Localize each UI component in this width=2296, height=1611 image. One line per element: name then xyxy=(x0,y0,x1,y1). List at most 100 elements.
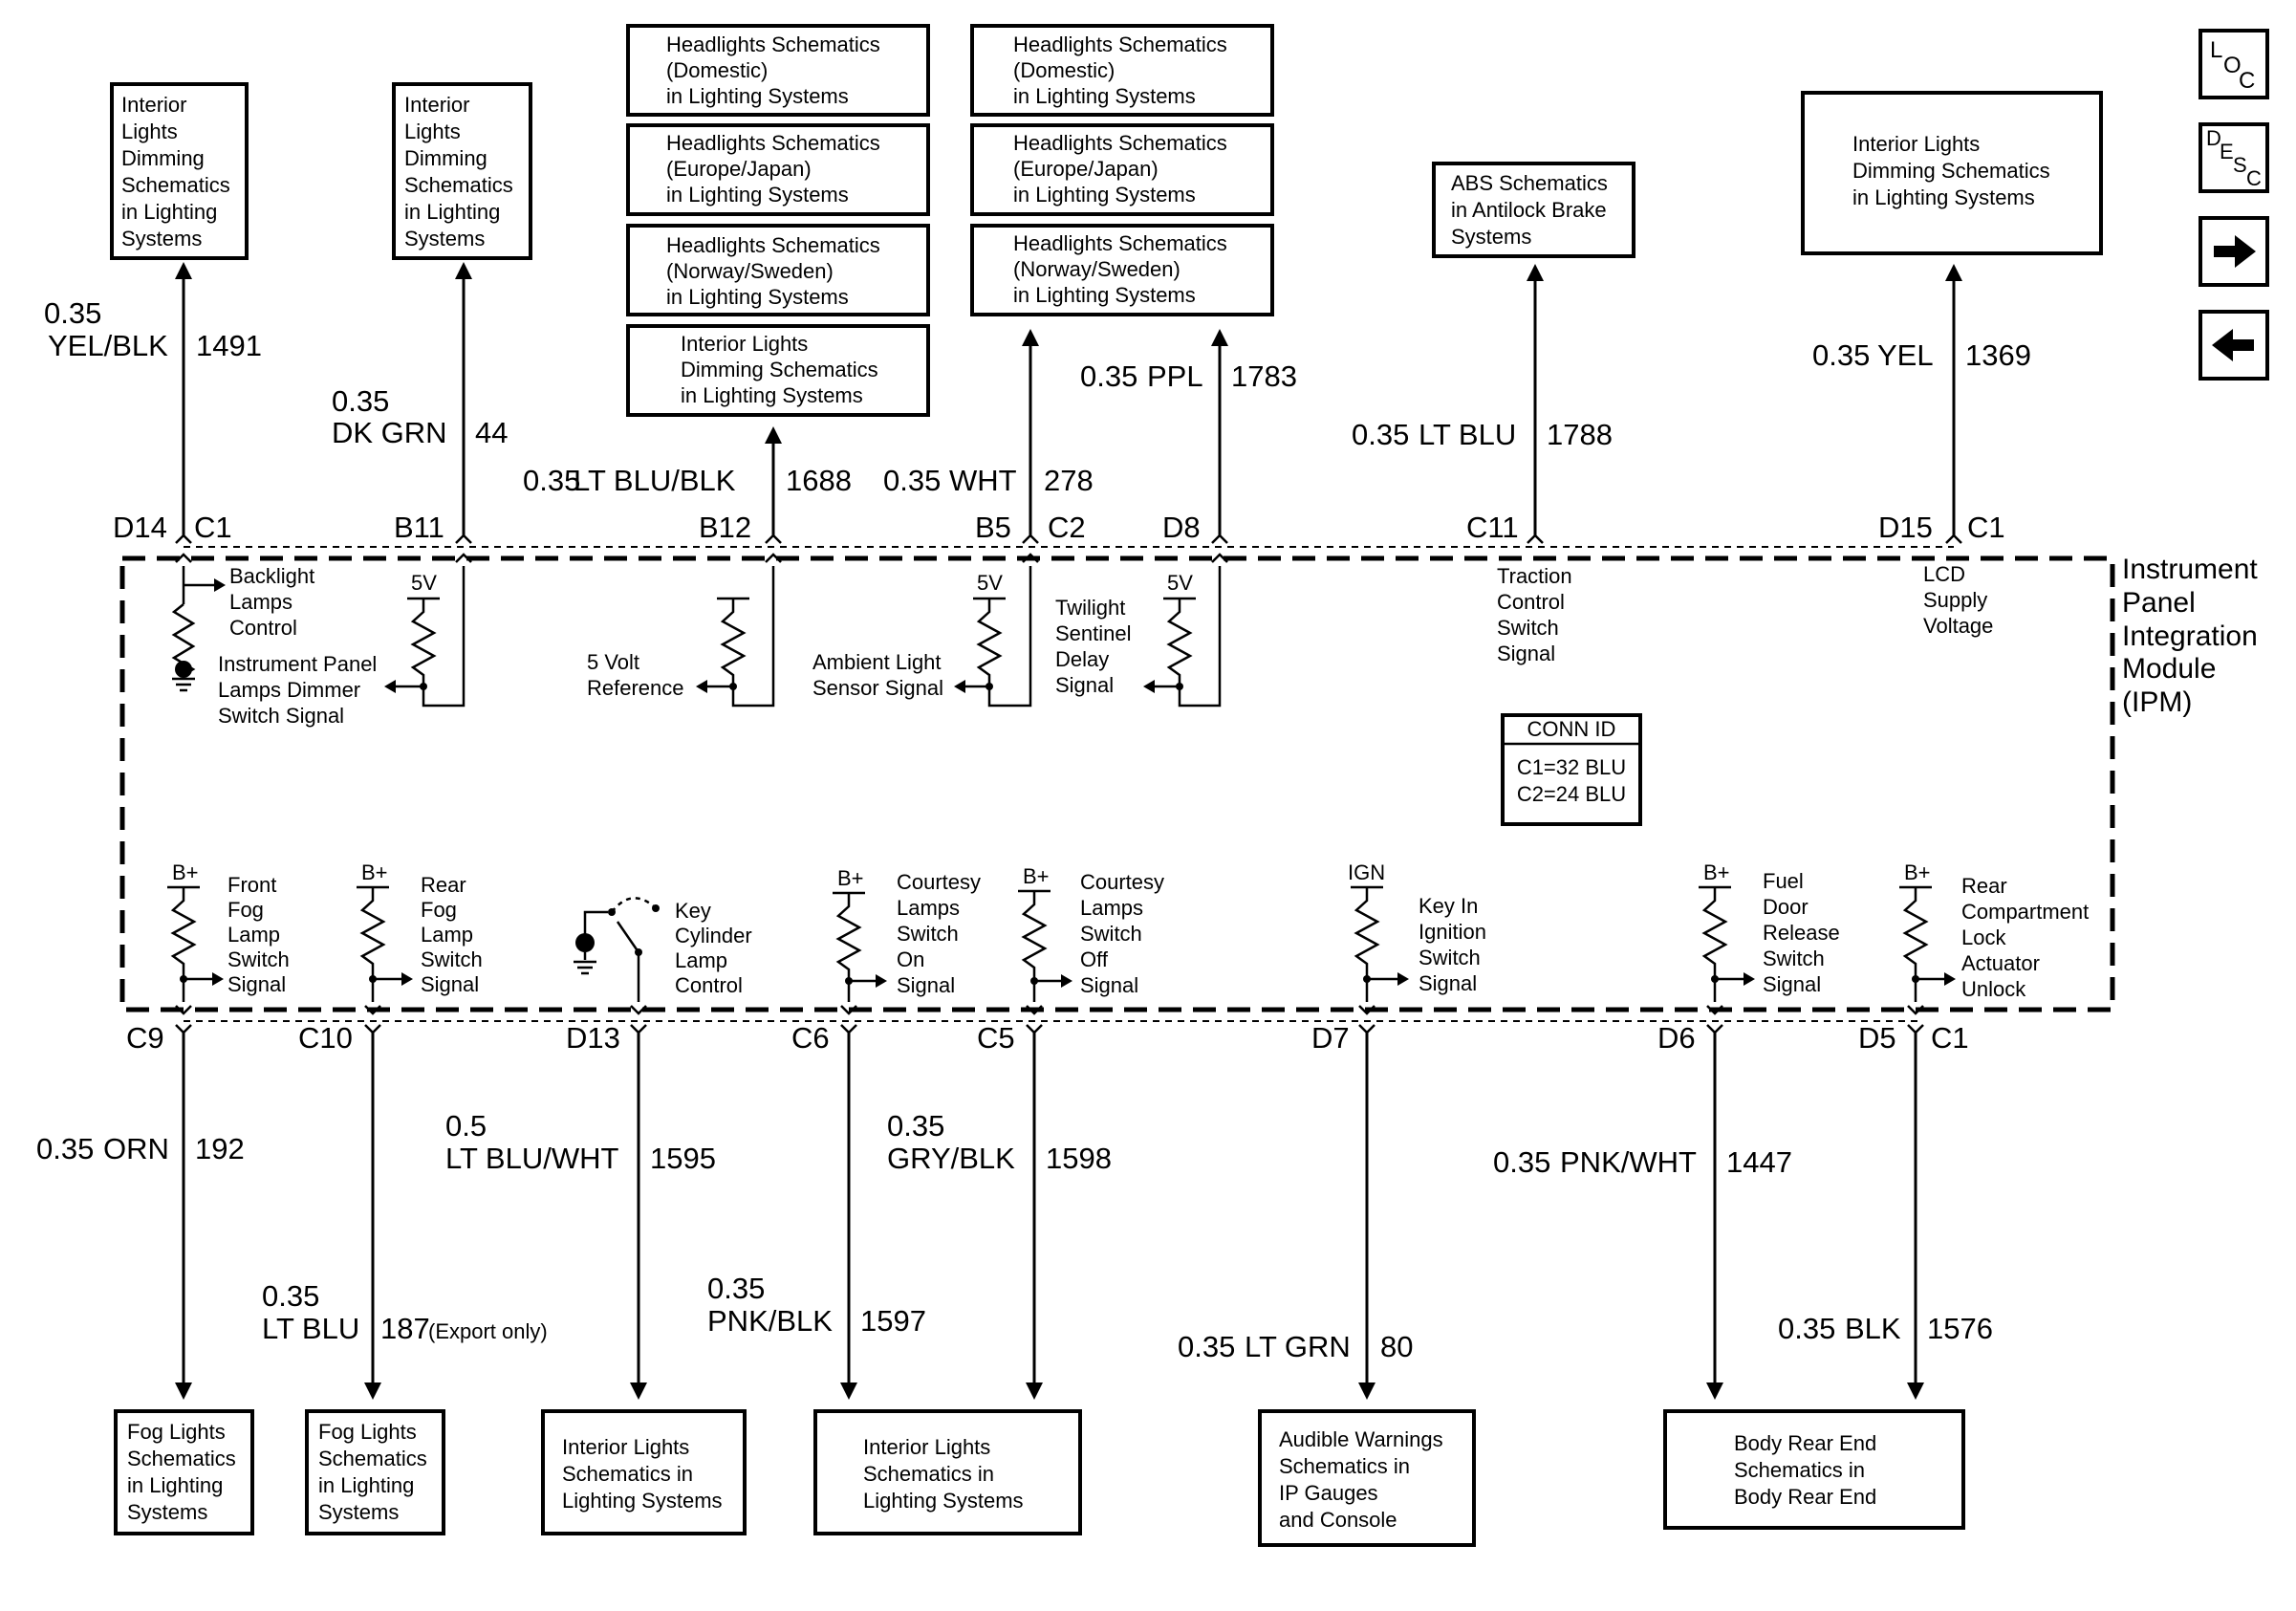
bottom-box-interior-lights-2[interactable]: Interior Lights Schematics in Lighting S… xyxy=(813,1409,1082,1535)
bottom-terminal-marks xyxy=(175,1005,1924,1034)
prev-button[interactable] xyxy=(2199,310,2269,381)
top-wire-278[interactable]: 0.35 WHT 278 xyxy=(883,329,1094,535)
source-label: B+ xyxy=(172,860,199,884)
top-box-abs[interactable]: ABS Schematics in Antilock Brake Systems xyxy=(1432,162,1635,258)
internal-label: Control xyxy=(1497,590,1565,614)
wire-circuit: 44 xyxy=(475,416,508,449)
bottom-wire-1595[interactable]: 0.5 LT BLU/WHT 1595 xyxy=(445,1033,716,1400)
connector-label: C2 xyxy=(1048,511,1086,544)
box-text: Schematics xyxy=(404,173,513,197)
top-box-headlights-norway-1[interactable]: Headlights Schematics (Norway/Sweden) in… xyxy=(626,224,930,316)
wire-size: 0.5 xyxy=(445,1109,487,1143)
box-text: Lights xyxy=(121,120,178,143)
internal-backlight-circuit: Backlight Lamps Control xyxy=(171,564,314,692)
ipm-label-line: Panel xyxy=(2122,587,2196,619)
top-wire-1688[interactable]: 0.35 LT BLU/BLK 1688 xyxy=(523,426,852,535)
top-wire-1783[interactable]: 0.35 PPL 1783 xyxy=(1080,329,1297,535)
internal-label: Delay xyxy=(1055,647,1109,671)
bottom-box-body-rear-end[interactable]: Body Rear End Schematics in Body Rear En… xyxy=(1663,1409,1965,1530)
box-text: Interior xyxy=(121,93,186,117)
wire-size: 0.35 xyxy=(1352,418,1409,451)
wire-circuit: 1447 xyxy=(1726,1145,1792,1179)
internal-label: Lamps xyxy=(1080,896,1143,920)
top-box-interior-lights-dimming-4[interactable]: Interior Lights Dimming Schematics in Li… xyxy=(1801,91,2103,255)
conn-id-line: C1=32 BLU xyxy=(1517,755,1626,779)
pin-label: B12 xyxy=(699,511,751,544)
top-terminal-marks xyxy=(175,533,1962,563)
wire-color: GRY/BLK xyxy=(887,1142,1015,1175)
internal-fuel-door-circuit: B+ Fuel Door Release Switch Signal xyxy=(1699,860,1840,1002)
internal-label: LCD xyxy=(1923,562,1965,586)
wire-color: WHT xyxy=(949,464,1017,497)
box-text: Schematics in xyxy=(562,1462,693,1486)
bottom-wire-192[interactable]: 0.35 ORN 192 xyxy=(36,1033,245,1400)
bottom-box-interior-lights-1[interactable]: Interior Lights Schematics in Lighting S… xyxy=(541,1409,747,1535)
wire-color: LT GRN xyxy=(1245,1330,1351,1363)
loc-char-1: L xyxy=(2210,37,2222,63)
top-wire-1369[interactable]: 0.35 YEL 1369 xyxy=(1812,264,2031,535)
box-text: (Europe/Japan) xyxy=(666,157,812,181)
wire-color: BLK xyxy=(1845,1312,1901,1345)
internal-label: Ignition xyxy=(1419,920,1486,944)
desc-button[interactable]: D E S C xyxy=(2199,122,2269,193)
internal-label: Signal xyxy=(1763,972,1821,996)
top-box-headlights-norway-2[interactable]: Headlights Schematics (Norway/Sweden) in… xyxy=(970,224,1274,316)
loc-button[interactable]: L O C xyxy=(2199,29,2269,99)
box-text: Systems xyxy=(1451,225,1531,249)
top-box-headlights-domestic-1[interactable]: Headlights Schematics (Domestic) in Ligh… xyxy=(626,24,930,117)
top-wire-1788[interactable]: 0.35 LT BLU 1788 xyxy=(1352,264,1613,535)
box-text: Systems xyxy=(121,227,202,250)
internal-label: Switch Signal xyxy=(218,704,344,728)
internal-label: Signal xyxy=(227,972,286,996)
bottom-wire-1597[interactable]: 0.35 PNK/BLK 1597 xyxy=(707,1033,926,1400)
wire-size: 0.35 xyxy=(332,384,389,418)
box-text: in Lighting xyxy=(318,1473,414,1497)
bottom-wire-1598[interactable]: 0.35 GRY/BLK 1598 xyxy=(887,1033,1112,1400)
internal-label: Front xyxy=(227,873,276,897)
top-wire-44[interactable]: 0.35 DK GRN 44 xyxy=(332,262,508,535)
wire-size: 0.35 xyxy=(887,1109,944,1143)
internal-label: Lamp xyxy=(675,948,727,972)
internal-label: Off xyxy=(1080,947,1109,971)
top-box-interior-lights-dimming-2[interactable]: Interior Lights Dimming Schematics in Li… xyxy=(392,82,532,260)
bottom-box-audible-warnings[interactable]: Audible Warnings Schematics in IP Gauges… xyxy=(1258,1409,1476,1547)
bottom-wire-187[interactable]: 0.35 LT BLU 187 (Export only) xyxy=(262,1033,548,1400)
box-text: in Lighting Systems xyxy=(1013,283,1196,307)
top-wire-1491[interactable]: 0.35 YEL/BLK 1491 xyxy=(44,262,262,535)
wire-size: 0.35 xyxy=(523,464,580,497)
top-box-headlights-europe-1[interactable]: Headlights Schematics (Europe/Japan) in … xyxy=(626,123,930,216)
box-text: in Lighting xyxy=(404,200,500,224)
wire-color: LT BLU/BLK xyxy=(574,464,736,497)
internal-courtesy-off-circuit: B+ Courtesy Lamps Switch Off Signal xyxy=(1018,864,1164,1002)
bottom-box-fog-lights-1[interactable]: Fog Lights Schematics in Lighting System… xyxy=(114,1409,254,1535)
internal-label: Switch xyxy=(1419,946,1481,969)
source-label: B+ xyxy=(1703,860,1730,884)
box-text: in Lighting Systems xyxy=(666,285,849,309)
bottom-wire-1447[interactable]: 0.35 PNK/WHT 1447 xyxy=(1493,1033,1792,1400)
wire-size: 0.35 xyxy=(1778,1312,1835,1345)
box-text: in Lighting xyxy=(127,1473,223,1497)
internal-label: Release xyxy=(1763,921,1840,945)
internal-label: Signal xyxy=(897,973,955,997)
ipm-label-line: Instrument xyxy=(2122,554,2258,585)
bottom-wire-1576[interactable]: 0.35 BLK 1576 xyxy=(1778,1033,1993,1400)
wire-note: (Export only) xyxy=(428,1319,548,1343)
desc-char-4: C xyxy=(2246,166,2262,190)
pin-label: D8 xyxy=(1162,511,1201,544)
top-box-headlights-domestic-2[interactable]: Headlights Schematics (Domestic) in Ligh… xyxy=(970,24,1274,117)
box-text: in Antilock Brake xyxy=(1451,198,1607,222)
top-box-headlights-europe-2[interactable]: Headlights Schematics (Europe/Japan) in … xyxy=(970,123,1274,216)
top-box-interior-lights-dimming-3[interactable]: Interior Lights Dimming Schematics in Li… xyxy=(626,324,930,417)
ipm-module-boundary xyxy=(119,555,2115,1012)
bottom-wire-80[interactable]: 0.35 LT GRN 80 xyxy=(1178,1033,1413,1400)
box-text: in Lighting Systems xyxy=(666,84,849,108)
internal-label: Unlock xyxy=(1961,977,2026,1001)
bottom-box-fog-lights-2[interactable]: Fog Lights Schematics in Lighting System… xyxy=(305,1409,445,1535)
top-box-interior-lights-dimming-1[interactable]: Interior Lights Dimming Schematics in Li… xyxy=(110,82,249,260)
box-text: Interior Lights xyxy=(681,332,808,356)
internal-key-in-ignition-circuit: IGN Key In Ignition Switch Signal xyxy=(1348,860,1486,1002)
box-text: Fog Lights xyxy=(127,1420,226,1444)
wire-size: 0.35 xyxy=(883,464,941,497)
loc-char-2: O xyxy=(2223,53,2242,78)
next-button[interactable] xyxy=(2199,216,2269,287)
